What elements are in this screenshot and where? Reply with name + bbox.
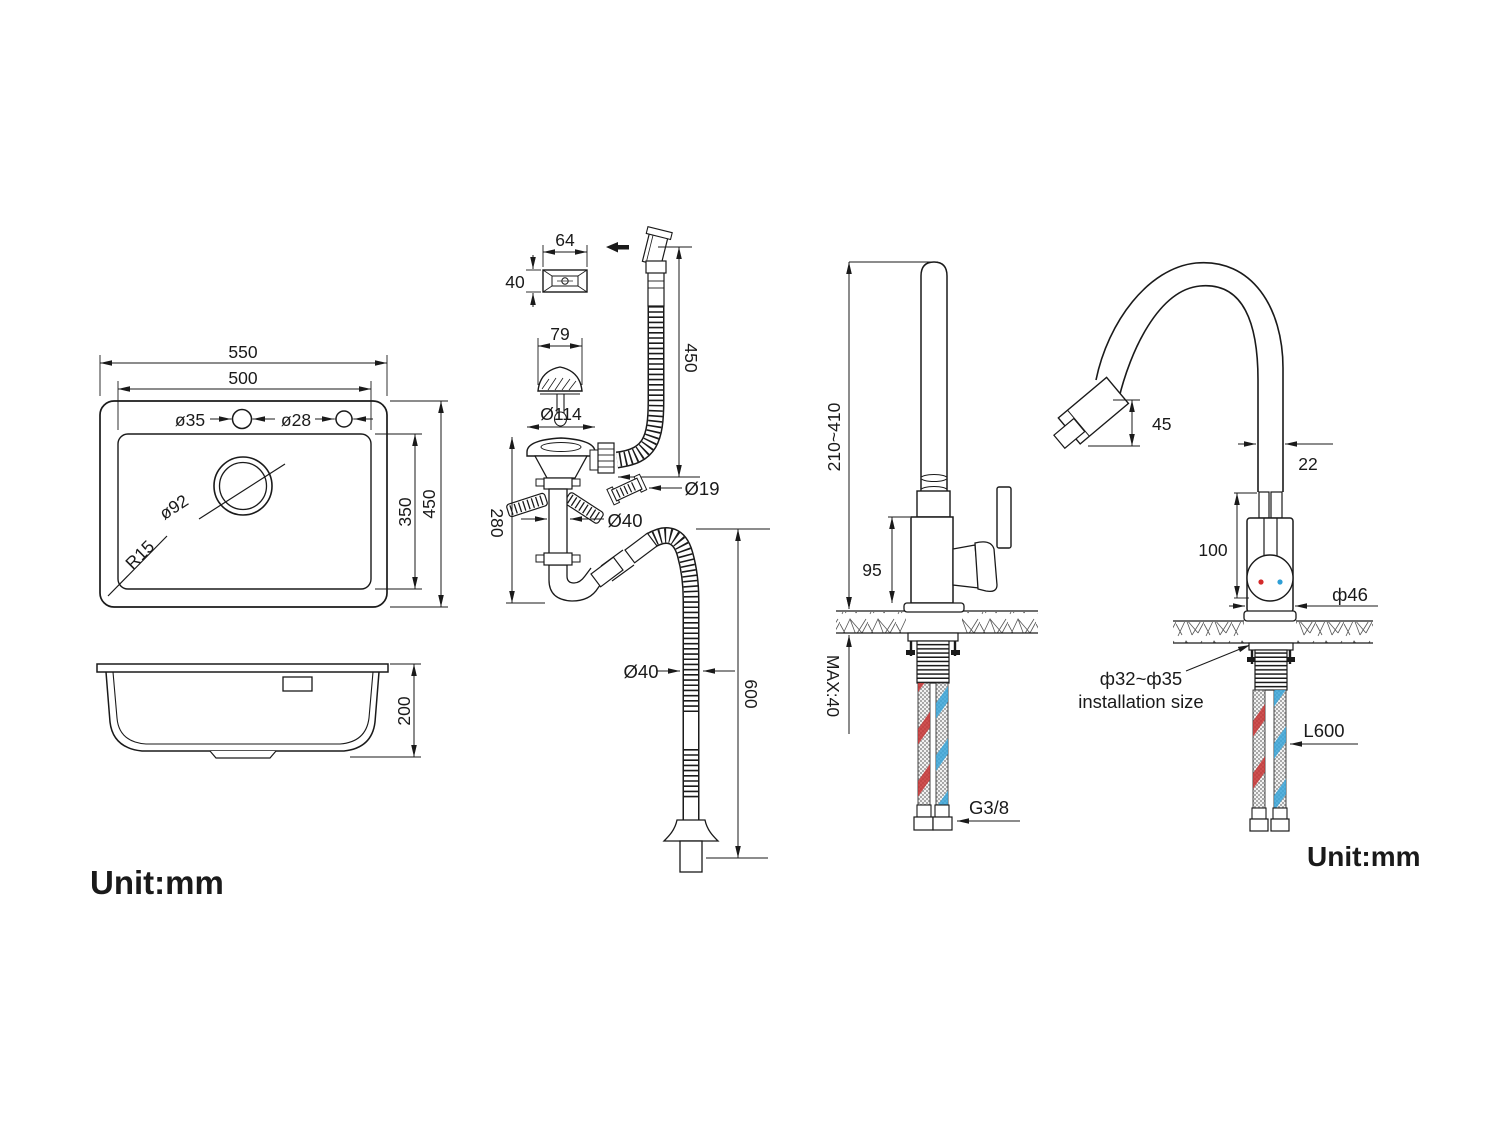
dim-hole-left: ø35 (175, 410, 205, 430)
sink-top-view: ø35 ø28 ø92 R15 550 500 350 450 (99, 342, 448, 608)
faucet-handle-side (952, 486, 1012, 593)
dim-height-range: 210~410 (824, 402, 844, 471)
faucet-hole-28 (335, 410, 353, 428)
mounting-shank-side (916, 640, 950, 684)
dim-overflow-hose-length: 450 (681, 343, 701, 372)
dim-outlet-dia: Ø40 (624, 661, 659, 682)
dim-inner-depth: 350 (395, 497, 415, 526)
strainer-basket (537, 366, 583, 427)
faucet-body-side (910, 516, 954, 604)
unit-label-left: Unit:mm (90, 864, 224, 901)
dim-body-height-front: 100 (1198, 540, 1227, 560)
dim-assembly-height: 280 (487, 508, 507, 537)
hot-indicator-dot (1258, 579, 1264, 585)
drain-outlet-hose (645, 527, 720, 873)
overflow-hole (282, 676, 313, 692)
dim-outlet-hose-length: 600 (741, 679, 761, 708)
dim-outer-depth: 450 (419, 489, 439, 518)
dim-spout-dia: 22 (1298, 454, 1317, 474)
cold-indicator-dot (1277, 579, 1283, 585)
dim-hole-right: ø28 (281, 410, 311, 430)
sink-side-view: 200 (96, 663, 421, 759)
dim-side-height: 200 (394, 696, 414, 725)
mounting-shank-front (1254, 649, 1288, 691)
install-size-label: installation size (1078, 691, 1203, 712)
left-inlet-stub (506, 492, 548, 518)
dim-strainer-dia: 79 (550, 324, 569, 344)
dim-thread-size: G3/8 (969, 797, 1009, 818)
flow-direction-arrow-icon (606, 242, 629, 253)
faucet-side-view: 210~410 95 MAX:40 G3/8 (823, 261, 1038, 831)
drain-assembly: 64 40 79 Ø114 450 (487, 225, 770, 873)
dim-inner-width: 500 (228, 368, 257, 388)
small-hose-piece (606, 473, 648, 506)
supply-hoses-front (1249, 689, 1290, 832)
dim-spray-head-length: 45 (1152, 414, 1171, 434)
tee-fitting (589, 442, 615, 474)
spray-head (1053, 376, 1130, 450)
p-trap (548, 565, 607, 602)
drain-flange (526, 437, 596, 479)
faucet-hole-35 (231, 408, 253, 430)
dim-tailpipe-dia: Ø40 (608, 510, 643, 531)
dim-base-dia: ф46 (1332, 584, 1368, 605)
dim-flange-dia: Ø114 (540, 404, 582, 424)
faucet-front-view: 45 22 100 ф46 ф32~ф35 installation size (1053, 261, 1378, 832)
supply-hoses-side (913, 682, 953, 831)
handle-cap-front (1246, 554, 1294, 602)
overflow-hose (606, 225, 673, 469)
unit-label-right: Unit:mm (1307, 841, 1421, 872)
dim-hose-length: L600 (1303, 720, 1344, 741)
dim-install-dia: ф32~ф35 (1100, 668, 1182, 689)
dim-body-height-side: 95 (862, 560, 881, 580)
dim-counter-max: MAX:40 (823, 655, 843, 718)
dim-cover-height: 40 (505, 272, 525, 292)
dim-small-hose-dia: Ø19 (685, 478, 720, 499)
dim-outer-width: 550 (228, 342, 257, 362)
overflow-cover (542, 269, 588, 293)
dim-cover-width: 64 (555, 230, 575, 250)
